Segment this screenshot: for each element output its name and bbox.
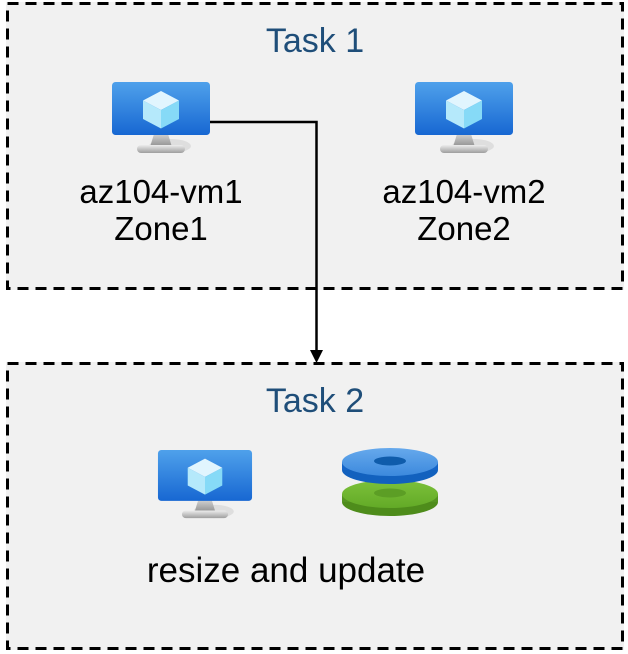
vm-zone-label: Zone1 [114, 210, 208, 247]
virtual-machine-icon [112, 82, 210, 153]
task2-title: Task 2 [265, 382, 365, 420]
cube-left-face [143, 100, 161, 129]
vm2-label: az104-vm2 Zone2 [354, 173, 574, 247]
vm-name-label: az104-vm1 [79, 173, 243, 210]
vm-name-label: az104-vm2 [382, 173, 546, 210]
monitor-base [181, 510, 229, 519]
green-disk [342, 480, 438, 516]
blue-disk [342, 448, 438, 484]
cube-top-face [187, 458, 223, 477]
task2-box: Task 2 [6, 362, 624, 650]
virtual-machine-icon [157, 450, 253, 519]
cube-left-face [446, 100, 464, 129]
monitor-stand [194, 499, 216, 513]
cube-right-face [161, 100, 179, 129]
task2-dashed-border [6, 362, 624, 650]
task2-caption: resize and update [146, 551, 426, 590]
cube-right-face [464, 100, 482, 129]
monitor-base [440, 145, 488, 153]
managed-disks-icon [342, 448, 438, 516]
vm1-label: az104-vm1 Zone1 [51, 173, 271, 247]
virtual-machine-icon [415, 82, 513, 153]
cube-right-face [205, 467, 223, 495]
vm-zone-label: Zone2 [417, 210, 511, 247]
cube-left-face [187, 467, 205, 495]
monitor-stand [150, 134, 172, 147]
monitor-stand [453, 134, 475, 147]
monitor-base [137, 145, 185, 153]
task1-title: Task 1 [265, 22, 365, 60]
